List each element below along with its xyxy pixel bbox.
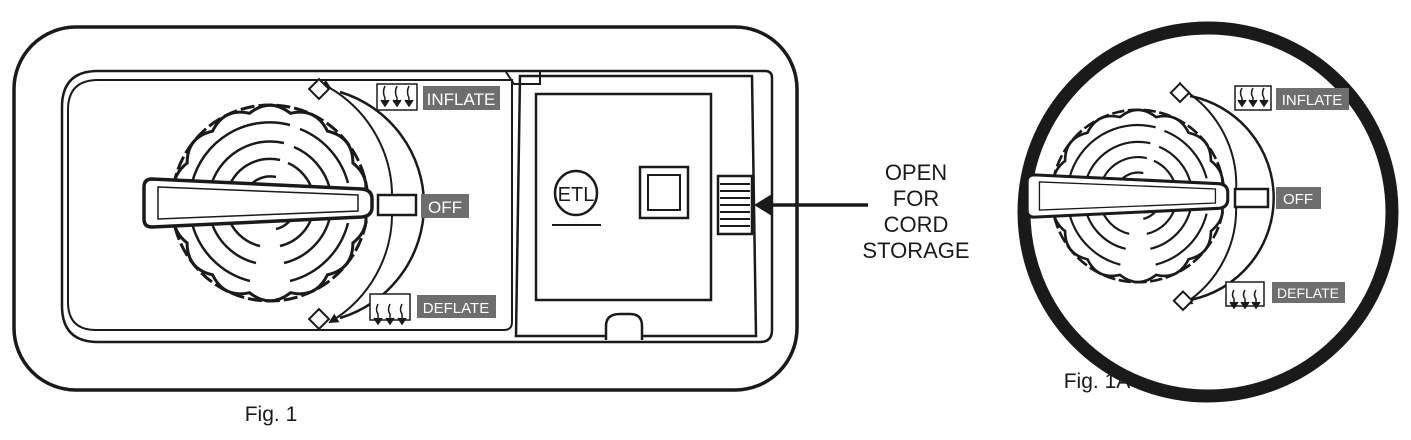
deflate-text: DEFLATE <box>423 300 489 317</box>
fig1-inflate-label: INFLATE <box>376 83 500 111</box>
fig1a-deflate-label: DEFLATE <box>1225 281 1345 310</box>
fig1-dial[interactable] <box>142 77 426 331</box>
callout-line-1: OPEN <box>885 160 947 185</box>
off-text: OFF <box>1283 191 1313 208</box>
fig1a-inflate-label: INFLATE <box>1234 85 1349 111</box>
inflate-arrows-icon <box>1237 87 1269 108</box>
fig1-off-label: OFF <box>421 194 469 218</box>
callout-line-3: CORD <box>884 212 949 237</box>
fig1a-dial[interactable] <box>1025 81 1275 312</box>
callout-line-2: FOR <box>893 186 939 211</box>
callout-line-4: STORAGE <box>862 238 969 263</box>
deflate-arrows-icon <box>1229 289 1261 310</box>
fig1-deflate-label: DEFLATE <box>369 293 496 326</box>
inflate-arrows-icon <box>380 85 414 108</box>
deflate-text: DEFLATE <box>1277 285 1339 301</box>
deflate-arrows-icon <box>373 303 407 326</box>
cord-storage-latch[interactable] <box>716 174 754 236</box>
inflate-text: INFLATE <box>1282 92 1343 109</box>
fig1a-caption: Fig. 1A <box>1064 370 1131 393</box>
etl-text: ETL <box>558 184 595 206</box>
off-text: OFF <box>428 198 462 217</box>
cord-storage-callout: OPEN FOR CORD STORAGE <box>754 160 970 263</box>
fig1a-off-label: OFF <box>1276 187 1321 209</box>
inflate-text: INFLATE <box>427 90 496 109</box>
etl-certification-icon: ETL <box>552 169 601 226</box>
fig1-caption: Fig. 1 <box>245 403 298 426</box>
